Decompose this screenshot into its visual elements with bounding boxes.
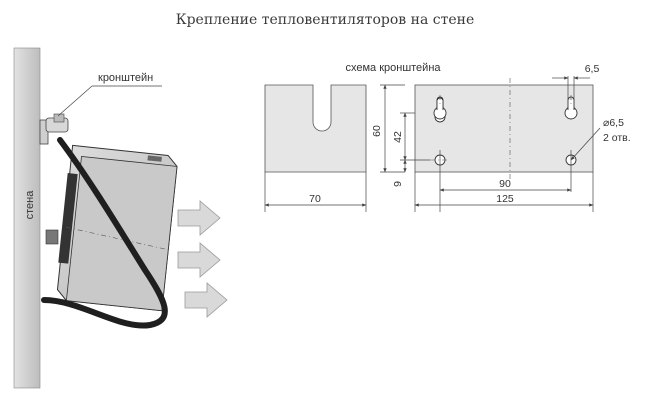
heater-side-view: стена кронштейн (13, 47, 228, 389)
dim-hole-offset: 9 (392, 181, 404, 187)
bracket-top-view: 6,5 ⌀6,5 2 отв. 60 42 9 90 125 (371, 63, 631, 212)
bracket-label: кронштейн (98, 72, 153, 84)
dim-slot-width: 6,5 (585, 63, 600, 75)
dim-plate-length: 125 (496, 193, 514, 205)
dim-front-width: 70 (309, 193, 321, 205)
heater-grille (58, 173, 78, 264)
diagram-title: Крепление тепловентиляторов на стене (176, 12, 474, 28)
keyhole-slot-left (433, 96, 447, 123)
dim-height: 60 (371, 125, 383, 137)
heater-knob (147, 155, 162, 162)
heater-stand (41, 137, 168, 329)
wall-label: стена (24, 190, 36, 220)
dim-hole-count: 2 отв. (603, 132, 631, 144)
bracket-scheme-label: схема кронштейна (345, 62, 441, 74)
airflow-arrows (177, 200, 228, 318)
bracket-front-view: 70 (264, 84, 367, 212)
dim-hole-spacing: 90 (499, 178, 511, 190)
dim-hole-diameter: ⌀6,5 (603, 117, 624, 129)
wall-screw (45, 229, 59, 245)
wall (13, 47, 41, 389)
dim-slot-depth: 42 (392, 131, 404, 143)
bracket-leader-line (57, 85, 93, 117)
bracket (39, 113, 69, 145)
